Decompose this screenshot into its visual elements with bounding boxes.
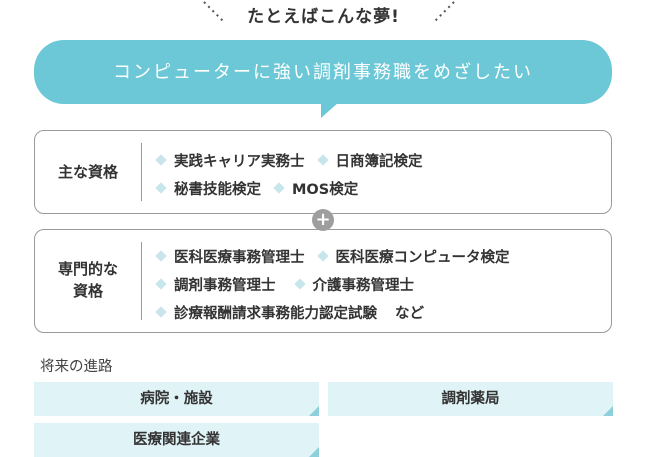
qualification-item: 秘書技能検定 [155, 176, 261, 204]
corner-triangle-icon [603, 406, 613, 416]
career-path-label: 調剤薬局 [441, 391, 500, 407]
diamond-bullet-icon [273, 182, 285, 194]
main-qualifications-list: 実践キャリア実務士日商簿記検定 秘書技能検定 MOS検定 [155, 148, 601, 204]
diamond-bullet-icon [155, 306, 167, 318]
corner-triangle-icon [309, 447, 319, 457]
qualification-item: 日商簿記検定 [316, 148, 423, 176]
diamond-bullet-icon [155, 154, 167, 166]
dream-bubble-text: コンピューターに強い調剤事務職をめざしたい [113, 62, 533, 83]
qualification-item: 医科医療コンピュータ検定 [316, 244, 510, 272]
plus-icon: + [312, 209, 334, 231]
main-qualifications-label: 主な資格 [57, 163, 118, 181]
corner-triangle-icon [309, 406, 319, 416]
qualification-row: 秘書技能検定 MOS検定 [155, 176, 601, 204]
specialized-qualifications-list: 医科医療事務管理士医科医療コンピュータ検定 調剤事務管理士介護事務管理士 診療報… [155, 244, 601, 328]
specialized-qualifications-label: 専門的な 資格 [57, 260, 118, 300]
diamond-bullet-icon [155, 182, 167, 194]
diamond-bullet-icon [316, 250, 329, 262]
career-path-label: 医療関連企業 [133, 432, 220, 448]
qualification-item: 診療報酬請求事務能力認定試験など [155, 300, 424, 328]
career-path-medical-company: 医療関連企業 [34, 423, 319, 457]
dream-title: たとえばこんな夢! [247, 7, 400, 27]
career-label: 将来の進路 [40, 359, 113, 375]
qualification-row: 調剤事務管理士介護事務管理士 [155, 272, 601, 300]
diamond-bullet-icon [293, 278, 306, 290]
career-path-pharmacy: 調剤薬局 [328, 382, 613, 416]
diamond-bullet-icon [155, 278, 167, 290]
dream-bubble: コンピューターに強い調剤事務職をめざしたい [34, 40, 612, 104]
qualification-row: 診療報酬請求事務能力認定試験など [155, 300, 601, 328]
qualification-suffix: など [395, 306, 424, 322]
career-path-hospital: 病院・施設 [34, 382, 319, 416]
bubble-tail [321, 102, 339, 118]
specialized-qualifications-box: 専門的な 資格 医科医療事務管理士医科医療コンピュータ検定 調剤事務管理士介護事… [34, 229, 612, 333]
qualification-item: 実践キャリア実務士 [155, 148, 305, 176]
qualification-item: 調剤事務管理士 [155, 272, 276, 300]
sparkle-right-icon [433, 1, 455, 23]
qualification-item: 介護事務管理士 [293, 272, 414, 300]
career-path-label: 病院・施設 [140, 391, 213, 407]
diamond-bullet-icon [316, 154, 329, 166]
main-qualifications-box: 主な資格 実践キャリア実務士日商簿記検定 秘書技能検定 MOS検定 [34, 130, 612, 214]
qualification-item: 医科医療事務管理士 [155, 244, 305, 272]
diamond-bullet-icon [155, 250, 167, 262]
qualification-row: 医科医療事務管理士医科医療コンピュータ検定 [155, 244, 601, 272]
divider [141, 143, 142, 201]
dream-header: たとえばこんな夢! [0, 0, 647, 28]
qualification-row: 実践キャリア実務士日商簿記検定 [155, 148, 601, 176]
divider [141, 242, 142, 320]
qualification-item: MOS検定 [273, 176, 358, 204]
